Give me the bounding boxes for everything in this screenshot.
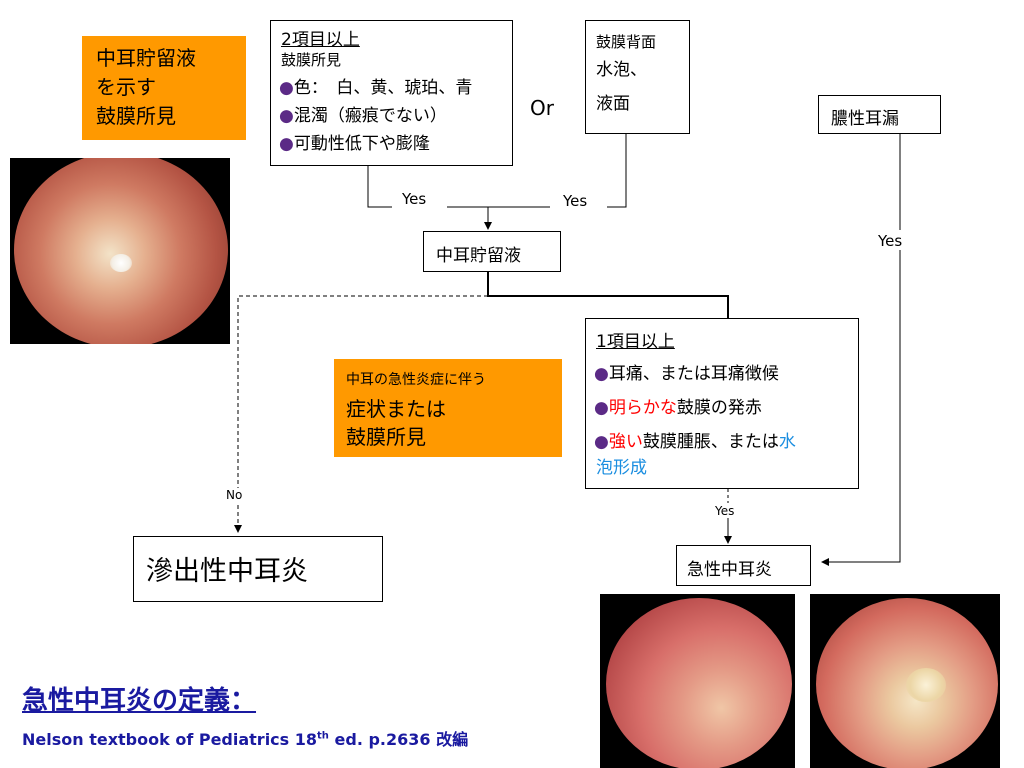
criteria1-item-pain: ●耳痛、または耳痛徴候 xyxy=(594,364,779,384)
line-effusion-criteria1 xyxy=(487,272,729,318)
middle-ear-effusion-box: 中耳貯留液 xyxy=(423,231,561,272)
eardrum-photo-aom-1 xyxy=(600,594,795,768)
criteria1-item-swelling: ●強い鼓膜腫脹、または水 xyxy=(594,432,796,452)
criteria2-sub: 鼓膜所見 xyxy=(281,51,342,69)
otitis-media-effusion-box: 滲出性中耳炎 xyxy=(133,536,383,602)
bullet: ● xyxy=(279,78,294,98)
otitis-media-effusion-label: 滲出性中耳炎 xyxy=(146,556,308,587)
line-criteria2-yes xyxy=(367,166,392,208)
acute-inflammation-small: 中耳の急性炎症に伴う xyxy=(346,372,486,388)
acute-inflammation-line-1: 症状または xyxy=(346,397,446,421)
retrotympanic-box: 鼓膜背面 水泡、 液面 xyxy=(585,20,690,134)
footer-reference: Nelson textbook of Pediatrics 18th ed. p… xyxy=(22,730,469,749)
yes-label-right: Yes xyxy=(563,192,588,210)
criteria1-item-redness: ●明らかな鼓膜の発赤 xyxy=(594,398,762,418)
dashed-line-no xyxy=(237,295,488,488)
bullet: ● xyxy=(279,134,294,154)
line-back-yes xyxy=(607,134,627,208)
middle-ear-effusion-label: 中耳貯留液 xyxy=(436,246,521,266)
criteria-two-items-box: 2項目以上 鼓膜所見 ●色： 白、黄、琥珀、青 ●混濁（瘢痕でない） ●可動性低… xyxy=(270,20,513,166)
yes-label-left: Yes xyxy=(402,190,427,208)
retrotympanic-line-1: 鼓膜背面 xyxy=(596,33,657,51)
criteria2-item-opacity: ●混濁（瘢痕でない） xyxy=(279,106,447,126)
yes-label-pus: Yes xyxy=(878,232,903,250)
eardrum-photo-effusion xyxy=(10,158,230,344)
criteria1-item-swelling-cont: 泡形成 xyxy=(596,458,647,478)
effusion-findings-box: 中耳貯留液 を示す 鼓膜所見 xyxy=(82,36,246,140)
acute-inflammation-box: 中耳の急性炎症に伴う 症状または 鼓膜所見 xyxy=(334,359,562,457)
bullet: ● xyxy=(279,106,294,126)
criteria-one-item-box: 1項目以上 ●耳痛、または耳痛徴候 ●明らかな鼓膜の発赤 ●強い鼓膜腫脹、または… xyxy=(585,318,859,489)
criteria2-heading: 2項目以上 xyxy=(281,30,360,50)
retrotympanic-line-3: 液面 xyxy=(596,94,630,114)
criteria1-heading: 1項目以上 xyxy=(596,332,675,352)
effusion-findings-line-3: 鼓膜所見 xyxy=(96,104,176,128)
eardrum-photo-aom-2 xyxy=(810,594,1000,768)
effusion-findings-line-2: を示す xyxy=(96,75,156,99)
acute-otitis-media-box: 急性中耳炎 xyxy=(676,545,811,586)
effusion-findings-line-1: 中耳貯留液 xyxy=(96,46,196,70)
purulent-otorrhea-label: 膿性耳漏 xyxy=(831,109,899,129)
acute-inflammation-line-2: 鼓膜所見 xyxy=(346,425,426,449)
acute-otitis-media-label: 急性中耳炎 xyxy=(687,560,772,580)
no-label: No xyxy=(226,488,243,502)
retrotympanic-line-2: 水泡、 xyxy=(596,60,647,80)
criteria2-item-mobility: ●可動性低下や膨隆 xyxy=(279,134,430,154)
arrow-pus-aom xyxy=(821,250,901,566)
criteria2-item-color: ●色： 白、黄、琥珀、青 xyxy=(279,78,473,98)
footer-title: 急性中耳炎の定義： xyxy=(22,686,257,716)
yes-label-small: Yes xyxy=(715,504,735,518)
or-label: Or xyxy=(530,96,554,120)
purulent-otorrhea-box: 膿性耳漏 xyxy=(818,95,941,134)
